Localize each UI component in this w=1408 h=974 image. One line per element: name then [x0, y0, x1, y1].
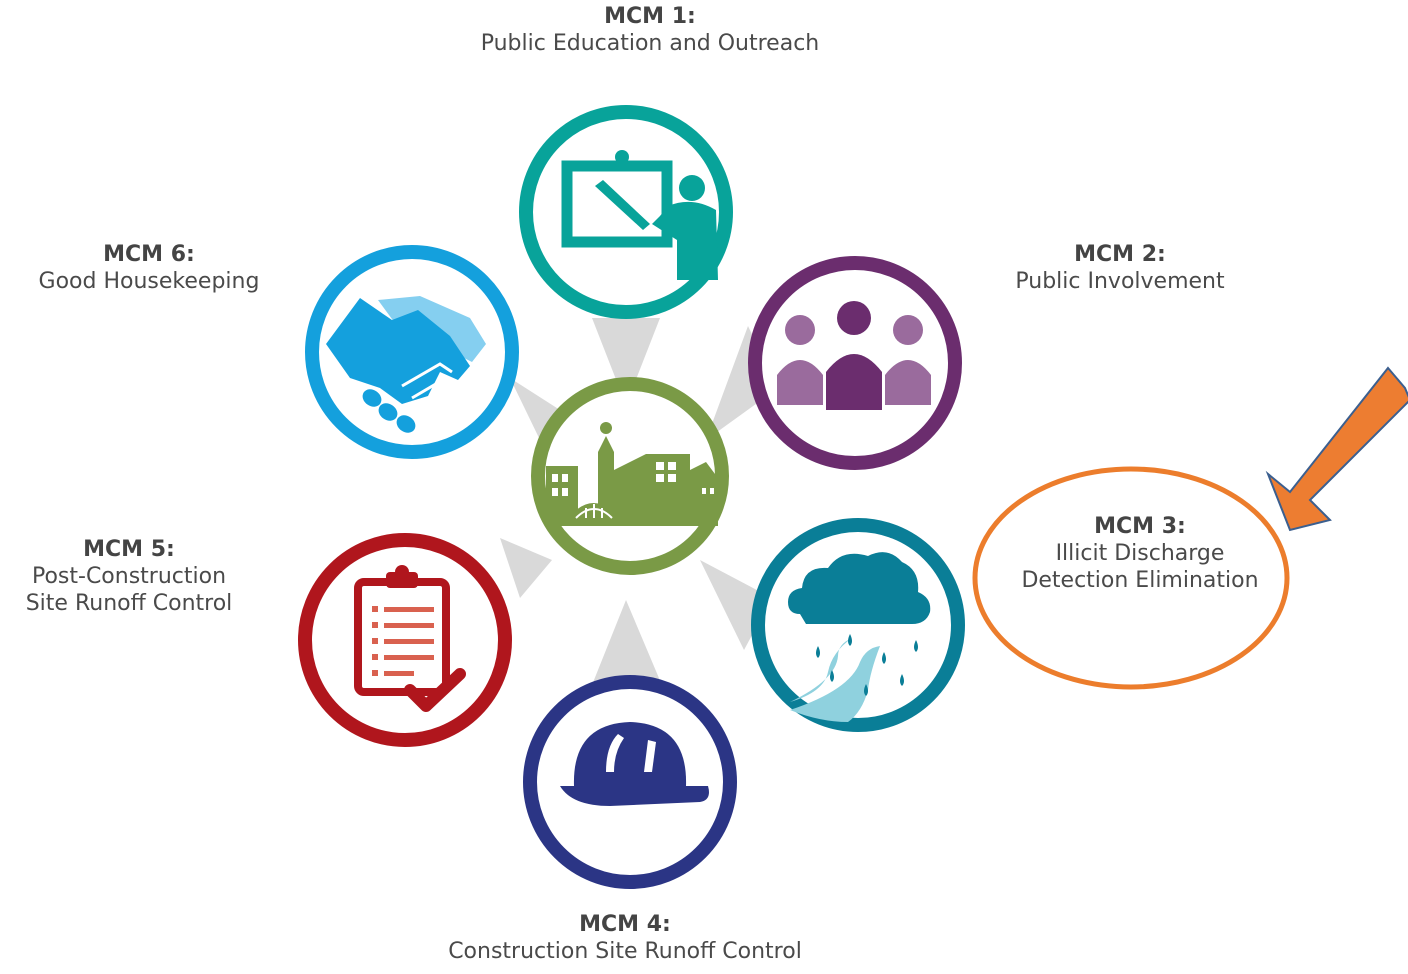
mcm5-node — [298, 533, 512, 747]
mcm1-label: MCM 1: Public Education and Outreach — [400, 4, 900, 58]
mcm3-node — [751, 518, 965, 732]
mcm5-description-line2: Site Runoff Control — [25, 590, 233, 616]
mcm6-description: Good Housekeeping — [38, 268, 260, 294]
mcm3-description-line1: Illicit Discharge — [1055, 540, 1225, 566]
mcm3-code: MCM 3: — [1094, 514, 1186, 539]
mcm3-label: MCM 3: Illicit Discharge Detection Elimi… — [990, 514, 1290, 594]
mcm5-label: MCM 5: Post-Construction Site Runoff Con… — [0, 537, 258, 617]
mcm2-code: MCM 2: — [1074, 242, 1166, 267]
handshake-icon — [326, 296, 486, 433]
highlight-arrow — [1265, 366, 1408, 532]
rain-cloud-icon — [788, 552, 931, 722]
mcm1-code: MCM 1: — [604, 4, 696, 29]
mcm5-description-line1: Post-Construction — [31, 563, 227, 589]
checklist-icon — [354, 565, 466, 712]
hard-hat-icon — [560, 722, 709, 806]
mcm6-code: MCM 6: — [103, 242, 195, 267]
mcm2-description: Public Involvement — [1015, 268, 1225, 294]
mcm1-description: Public Education and Outreach — [480, 30, 820, 56]
mcm4-code: MCM 4: — [579, 912, 671, 937]
mcm2-node — [748, 256, 962, 470]
mcm4-description: Construction Site Runoff Control — [448, 938, 802, 964]
mcm3-description-line2: Detection Elimination — [1021, 567, 1259, 593]
mcm2-label: MCM 2: Public Involvement — [960, 242, 1280, 296]
connector-mcm5 — [500, 538, 552, 598]
mcm1-node — [519, 105, 733, 319]
highlight-ellipse — [972, 466, 1290, 690]
city-icon — [546, 422, 718, 526]
mcm4-label: MCM 4: Construction Site Runoff Control — [380, 912, 870, 966]
connector-mcm1 — [592, 318, 660, 405]
presentation-icon — [561, 150, 718, 280]
mcm4-node — [523, 675, 737, 889]
center-node — [531, 377, 729, 575]
mcm6-node — [305, 245, 519, 459]
people-icon — [777, 301, 931, 410]
connector-mcm4 — [590, 600, 664, 690]
mcm5-code: MCM 5: — [83, 537, 175, 562]
mcm6-label: MCM 6: Good Housekeeping — [0, 242, 298, 296]
